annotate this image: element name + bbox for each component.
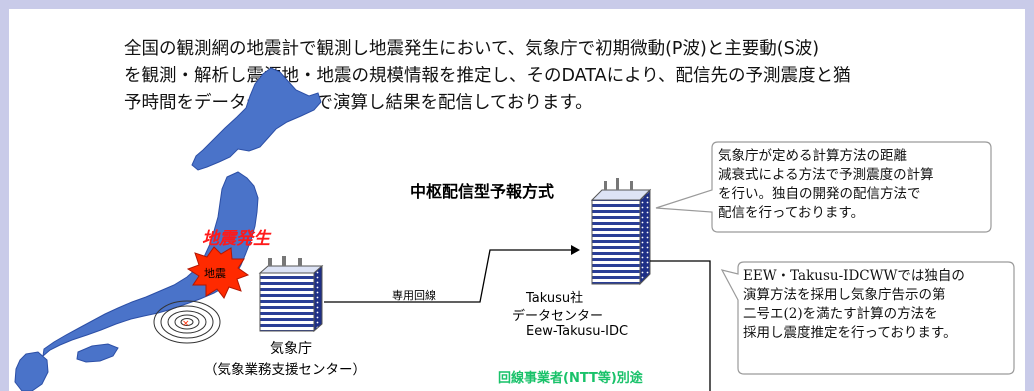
callout-line: 気象庁が定める計算方法の距離 [718,148,907,164]
epicenter-marker-icon: × [182,319,190,329]
datacenter-company-label: Takusu社 [526,291,584,306]
callout-line: 減衰式による方法で予測震度の計算 [718,167,934,183]
intro-line: 予時間をデータセンターで演算し結果を配信しております。 [124,93,593,113]
dedicated-line-label: 専用回線 [392,289,436,302]
callout-text-2: EEW・Takusu-IDCWWでは独自の 演算方法を採用し気象庁告示の第 二号… [743,267,965,343]
carrier-note: 回線事業者(NTT等)別途 [498,371,643,386]
intro-paragraph: 全国の観測網の地震計で観測し地震発生において、気象庁で初期微動(P波)と主要動(… [124,36,984,117]
callout-line: を行い。独自の開発の配信方法で [718,186,921,202]
arrowhead-icon [571,245,580,255]
earthquake-burst-icon [186,246,250,299]
jma-label: 気象庁 [270,341,312,357]
intro-line: を観測・解析し震源地・地震の規模情報を推定し、そのDATAにより、配信先の予測震… [124,66,851,86]
callout-text-1: 気象庁が定める計算方法の距離 減衰式による方法で予測震度の計算 を行い。独自の開… [718,147,934,223]
datacenter-id-label: Eew-Takusu-IDC [526,324,629,339]
callout-line: EEW・Takusu-IDCWWでは独自の [743,268,965,284]
datacenter-label: データセンター [512,309,604,324]
intro-line: 全国の観測網の地震計で観測し地震発生において、気象庁で初期微動(P波)と主要動(… [124,39,820,59]
callout-bubble-1 [655,141,992,233]
epicenter-rings [153,300,221,344]
callout-line: 採用し震度推定を行っております。 [743,325,957,341]
callout-line: 配信を行っております。 [718,205,865,221]
jma-sub-label: （気象業務支援センター） [204,362,366,378]
dedicated-line-connector [324,249,578,303]
jma-server-icon [258,256,324,333]
callout-bubble-2 [720,261,1015,375]
burst-label: 地震 [204,267,226,280]
callout-line: 演算方法を採用し気象庁告示の第 [743,287,946,303]
datacenter-server-icon [590,178,652,286]
callout-line: 二号エ(2)を満たす計算の方法を [743,306,938,322]
distribution-line-connector [650,260,711,391]
diagram-title: 中枢配信型予報方式 [410,182,555,201]
earthquake-occurrence-label: 地震発生 [202,229,270,249]
